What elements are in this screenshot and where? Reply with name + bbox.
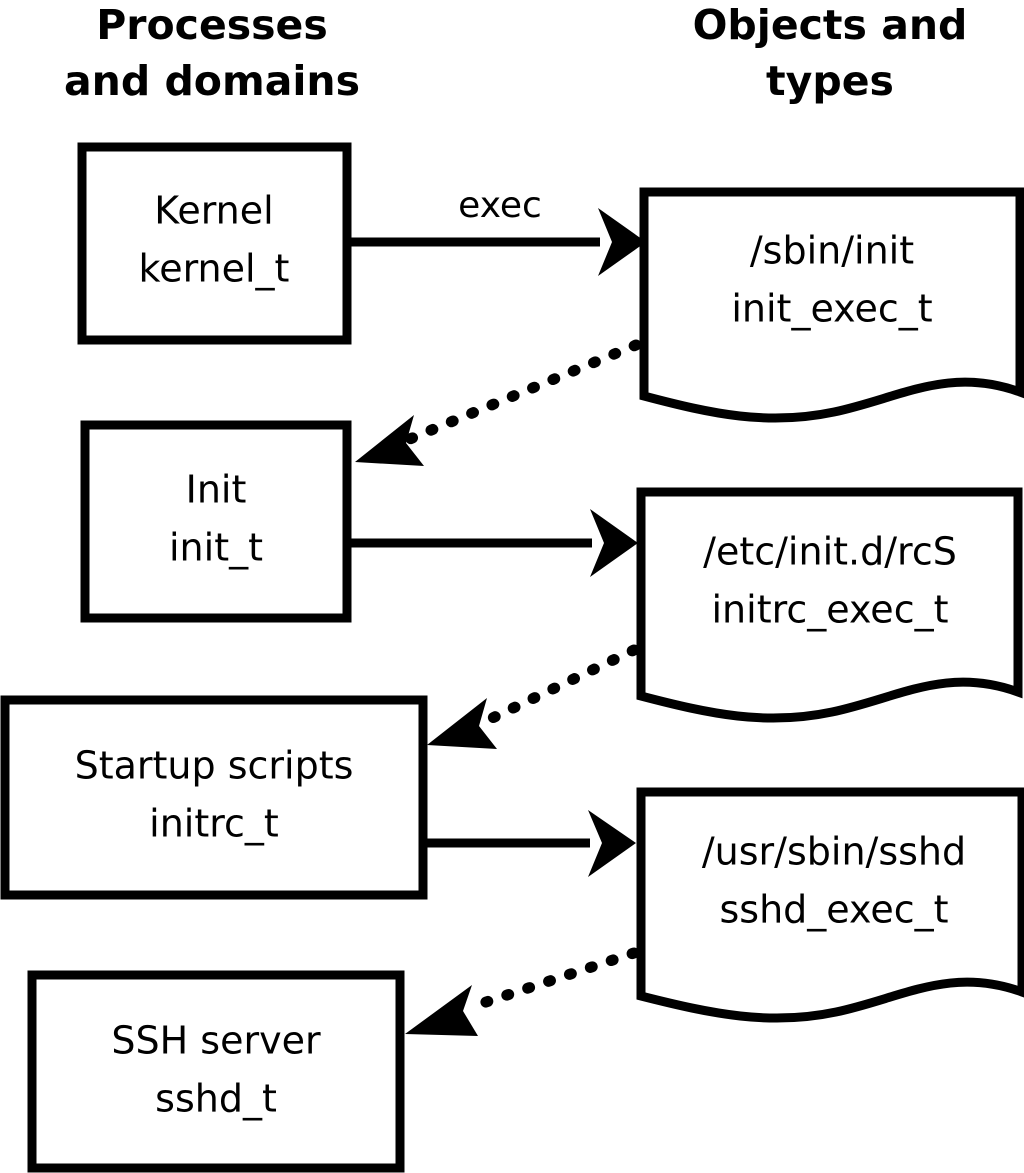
edge-init-exec-to-init [355,339,642,466]
node-startup-scripts-label: Startup scripts [75,744,354,788]
edge-kernel-to-init-exec-arrowhead [598,208,646,276]
edge-startup-to-sshd-exec [426,810,636,877]
node-kernel-label: Kernel [154,189,273,233]
edge-kernel-to-init-exec: exec [350,185,646,276]
edge-rcs-to-startup [427,644,640,749]
node-init-box[interactable] [80,420,352,623]
edge-init-exec-to-init-line [399,339,642,447]
node-kernel-type: kernel_t [139,247,290,291]
node-ssh-server-box[interactable] [27,970,405,1173]
node-init-exec-file-shape[interactable] [639,187,1024,423]
edge-label-exec: exec [458,185,542,226]
column-header-objects-line1: Objects and [693,1,968,49]
node-initrc-exec-file-shape[interactable] [636,487,1023,723]
column-header-processes-line1: Processes [96,1,328,49]
edge-startup-to-sshd-exec-arrowhead [588,810,636,877]
node-kernel-box[interactable] [77,142,352,345]
node-init-type: init_t [169,526,263,570]
node-init-exec-file[interactable]: /sbin/init init_exec_t [639,187,1024,423]
node-initrc-exec-file-label: /etc/init.d/rcS [703,530,957,574]
edge-init-exec-to-init-arrowhead [355,415,424,466]
node-initrc-exec-file-type: initrc_exec_t [712,588,949,632]
edge-rcs-to-startup-arrowhead [427,698,497,749]
edge-sshd-exec-to-sshd [405,947,640,1036]
node-initrc-exec-file[interactable]: /etc/init.d/rcS initrc_exec_t [636,487,1023,723]
node-sshd-exec-file[interactable]: /usr/sbin/sshd sshd_exec_t [636,787,1024,1023]
edge-init-to-rcs [350,509,638,577]
edge-rcs-to-startup-line [476,644,640,729]
node-sshd-exec-file-label: /usr/sbin/sshd [702,830,966,874]
column-header-processes-line2: and domains [64,57,360,105]
edge-init-to-rcs-arrowhead [590,509,638,577]
node-sshd-exec-file-type: sshd_exec_t [719,888,948,932]
node-startup-scripts-box[interactable] [0,695,428,900]
node-kernel[interactable]: Kernel kernel_t [77,142,352,345]
node-init-label: Init [186,468,247,512]
column-header-objects: Objects and types [693,1,968,105]
column-header-objects-line2: types [766,57,894,105]
edge-sshd-exec-to-sshd-line [471,947,640,1011]
node-startup-scripts[interactable]: Startup scripts initrc_t [0,695,428,900]
node-ssh-server-label: SSH server [111,1019,321,1063]
node-sshd-exec-file-shape[interactable] [636,787,1024,1023]
node-init-exec-file-type: init_exec_t [731,287,932,331]
edge-sshd-exec-to-sshd-arrowhead [405,985,478,1036]
node-startup-scripts-type: initrc_t [149,802,279,846]
column-header-processes: Processes and domains [64,1,360,105]
node-ssh-server-type: sshd_t [155,1077,277,1121]
node-ssh-server[interactable]: SSH server sshd_t [27,970,405,1173]
node-init-exec-file-label: /sbin/init [750,229,914,273]
node-init[interactable]: Init init_t [80,420,352,623]
